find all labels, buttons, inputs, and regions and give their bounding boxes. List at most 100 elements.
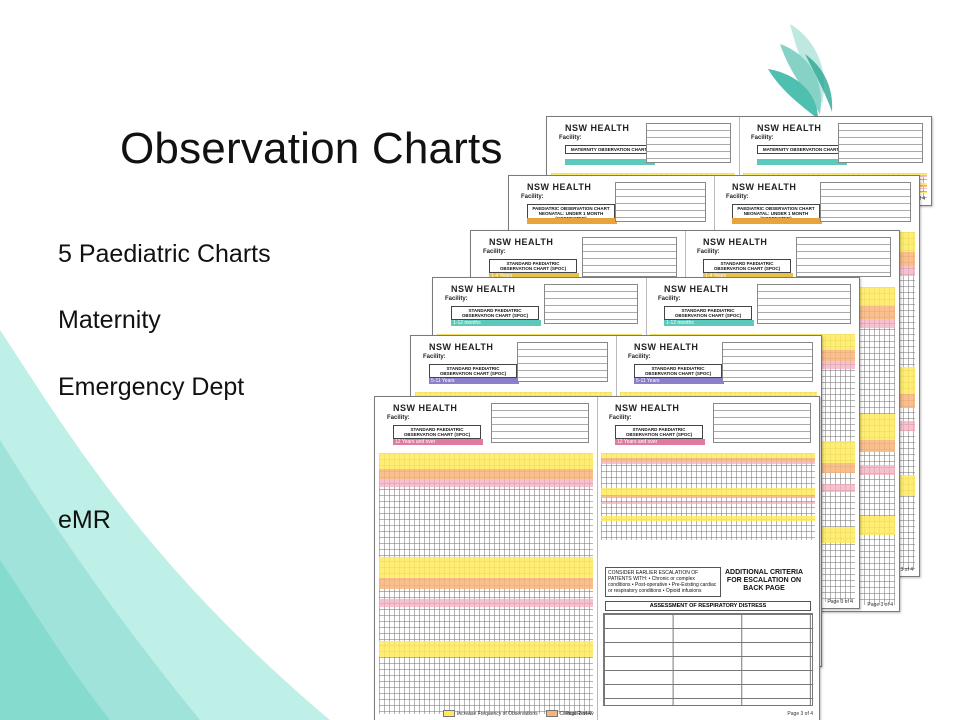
bullet-emergency-dept: Emergency Dept [58, 373, 245, 401]
escalation-band [379, 640, 593, 657]
nsw-health-brand: NSW HEALTH [703, 237, 768, 247]
patient-details-box [756, 284, 851, 324]
nsw-health-brand: NSW HEALTH [615, 403, 680, 413]
chart-header: NSW HEALTH Facility: STANDARD PAEDIATRIC O… [689, 235, 895, 279]
nsw-health-brand: NSW HEALTH [451, 284, 516, 294]
page-number: Page 3 of 4 [787, 711, 813, 717]
age-group-bar: 1-4 Years [489, 273, 579, 279]
escalation-band [379, 557, 593, 579]
age-group-bar: 1-12 months [664, 320, 754, 326]
age-group-bar: 1-4 Years [703, 273, 793, 279]
page-number: Page 3 of 4 [867, 602, 893, 608]
nsw-health-brand: NSW HEALTH [732, 182, 797, 192]
chart-legend: Increase Frequency of Observations Clinic… [435, 710, 597, 717]
patient-details-box [722, 342, 813, 382]
chart-header: NSW HEALTH Facility: STANDARD PAEDIATRIC O… [650, 282, 855, 326]
observation-grid [601, 453, 815, 540]
age-group-bar [565, 159, 655, 165]
nsw-health-brand: NSW HEALTH [757, 123, 822, 133]
nsw-health-brand: NSW HEALTH [429, 342, 494, 352]
facility-label: Facility: [445, 296, 468, 302]
nsw-health-brand: NSW HEALTH [664, 284, 729, 294]
facility-label: Facility: [483, 249, 506, 255]
teal-leaf-logo-icon [768, 24, 833, 119]
chart-title: MATERNITY OBSERVATION CHART [757, 145, 845, 154]
nsw-health-brand: NSW HEALTH [634, 342, 699, 352]
escalation-band [601, 487, 815, 495]
escalation-band [601, 458, 815, 462]
facility-label: Facility: [751, 135, 774, 141]
escalation-band [601, 494, 815, 499]
facility-label: Facility: [423, 354, 446, 360]
legend-label: Clinical Review [559, 710, 594, 717]
legend-swatch [545, 710, 558, 717]
age-group-bar: 5-11 Years [429, 378, 519, 384]
chart-header: NSW HEALTH Facility: STANDARD PAEDIATRIC O… [437, 282, 642, 326]
escalation-band [551, 173, 735, 175]
age-group-bar: 12 Years and over [615, 439, 705, 445]
escalation-band [601, 453, 815, 459]
chart-title: STANDARD PAEDIATRIC OBSERVATION CHART (S… [429, 364, 517, 378]
patient-details-box [543, 284, 638, 324]
page-number: Page 3 of 4 [887, 567, 913, 573]
escalation-band [379, 479, 593, 487]
chart-header: NSW HEALTH Facility: MATERNITY OBSERVATION… [743, 121, 927, 165]
chart-title: STANDARD PAEDIATRIC OBSERVATION CHART (S… [489, 259, 577, 273]
chart-header: NSW HEALTH Facility: STANDARD PAEDIATRIC O… [475, 235, 681, 279]
patient-details-box [615, 182, 706, 222]
additional-criteria-note: ADDITIONAL CRITERIA FOR ESCALATION ON BA… [724, 569, 804, 592]
nsw-health-brand: NSW HEALTH [489, 237, 554, 247]
bullet-emr: eMR [58, 506, 111, 534]
chart-header: NSW HEALTH Facility: STANDARD PAEDIATRIC O… [620, 340, 817, 384]
consider-escalation-note: CONSIDER EARLIER ESCALATION OF PATIENTS … [605, 567, 721, 597]
age-group-bar: 12 Years and over [393, 439, 483, 445]
bullet-paediatric-charts: 5 Paediatric Charts [58, 240, 271, 268]
bullet-maternity: Maternity [58, 306, 161, 334]
chart-title: STANDARD PAEDIATRIC OBSERVATION CHART (S… [703, 259, 791, 273]
patient-details-box [582, 237, 677, 277]
chart-title: STANDARD PAEDIATRIC OBSERVATION CHART (S… [634, 364, 722, 378]
escalation-band [379, 468, 593, 480]
page-number: Page 2 of 4 [565, 711, 591, 717]
nsw-health-brand: NSW HEALTH [393, 403, 458, 413]
escalation-band [379, 453, 593, 469]
chart-header: NSW HEALTH Facility: STANDARD PAEDIATRIC O… [415, 340, 612, 384]
patient-details-box [796, 237, 891, 277]
age-group-bar [732, 218, 822, 224]
escalation-band [601, 501, 815, 505]
observation-grid [379, 453, 593, 714]
escalation-band [379, 599, 593, 607]
escalation-band [601, 461, 815, 465]
age-group-bar [527, 218, 617, 224]
chart-title: STANDARD PAEDIATRIC OBSERVATION CHART (S… [664, 306, 752, 320]
nsw-health-brand: NSW HEALTH [527, 182, 592, 192]
age-group-bar: 1-12 months [451, 320, 541, 326]
legend-label: Increase Frequency of Observations [457, 710, 538, 717]
patient-details-box [517, 342, 608, 382]
escalation-band [743, 173, 927, 175]
patient-details-box [820, 182, 911, 222]
patient-details-box [646, 123, 731, 163]
respiratory-distress-table [603, 613, 813, 706]
patient-details-box [490, 403, 589, 443]
respiratory-distress-heading: ASSESSMENT OF RESPIRATORY DISTRESS [605, 601, 811, 611]
facility-label: Facility: [628, 354, 651, 360]
facility-label: Facility: [609, 415, 632, 421]
nsw-health-brand: NSW HEALTH [565, 123, 630, 133]
chart-title: STANDARD PAEDIATRIC OBSERVATION CHART (S… [451, 306, 539, 320]
facility-label: Facility: [658, 296, 681, 302]
facility-label: Facility: [559, 135, 582, 141]
age-group-bar [757, 159, 847, 165]
age-group-bar: 5-11 Years [634, 378, 724, 384]
facility-label: Facility: [697, 249, 720, 255]
legend-swatch [443, 710, 455, 717]
patient-details-box [712, 403, 811, 443]
